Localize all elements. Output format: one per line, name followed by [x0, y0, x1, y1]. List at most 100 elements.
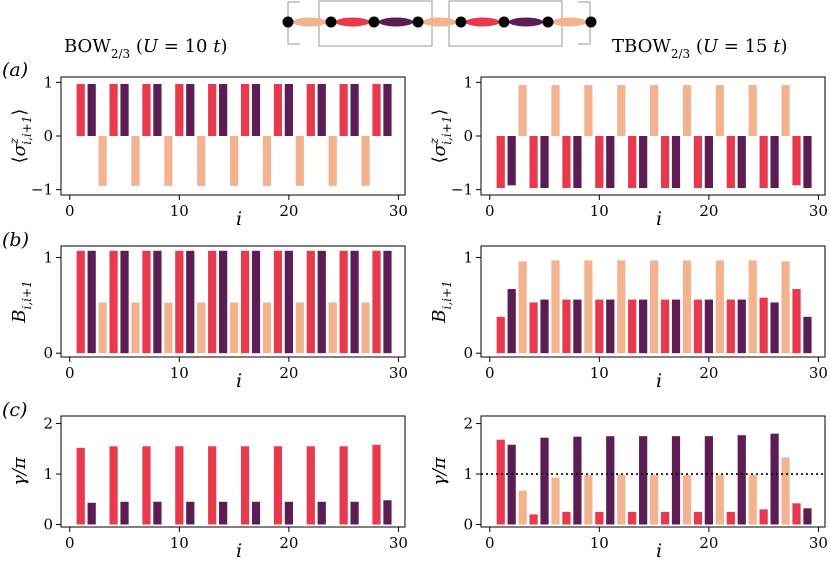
bar — [606, 436, 615, 525]
bar — [649, 260, 659, 354]
x-tick-label: 0 — [485, 202, 495, 220]
diagram-site — [542, 16, 554, 28]
bar — [153, 501, 162, 525]
y-tick-label: 1 — [43, 465, 53, 483]
bar — [251, 250, 261, 354]
bar — [781, 85, 790, 136]
bar — [251, 501, 261, 525]
bar — [518, 490, 527, 525]
bar — [120, 501, 129, 525]
bar — [551, 85, 560, 136]
bar — [781, 261, 790, 354]
axes-frame — [60, 245, 406, 358]
x-tick-label: 20 — [699, 534, 718, 552]
bar — [339, 83, 348, 136]
bar — [262, 302, 272, 354]
bar — [628, 299, 637, 354]
x-tick-label: 30 — [389, 534, 408, 552]
bar — [273, 250, 283, 354]
x-tick-label: 10 — [170, 534, 189, 552]
bar — [639, 299, 648, 354]
bar — [518, 85, 527, 136]
y-tick-label: 2 — [43, 415, 53, 433]
bar — [649, 85, 659, 136]
x-tick-label: 30 — [389, 202, 408, 220]
x-tick-label: 0 — [485, 364, 495, 382]
bar — [295, 136, 304, 186]
right-title: TBOW2/3 (U = 15 t) — [612, 36, 787, 61]
y-tick-label: 0 — [43, 515, 53, 533]
bar — [383, 250, 392, 354]
bar — [372, 444, 381, 525]
bar — [562, 136, 571, 189]
bar — [131, 136, 140, 186]
bar — [606, 299, 615, 354]
bar — [781, 457, 790, 525]
bar — [748, 475, 757, 525]
bar — [726, 511, 735, 525]
bar — [350, 501, 359, 525]
bar — [186, 501, 195, 525]
bar — [383, 500, 392, 525]
bar — [540, 437, 549, 525]
bar — [98, 302, 107, 354]
bar — [175, 446, 184, 525]
bar — [87, 502, 96, 525]
bar — [186, 83, 195, 136]
x-tick-label: 0 — [65, 202, 75, 220]
bar — [803, 316, 812, 354]
bar — [792, 503, 801, 525]
y-tick-label: 0 — [43, 127, 53, 145]
axes-frame — [480, 245, 826, 358]
bar — [496, 316, 505, 354]
x-tick-label: 10 — [590, 534, 609, 552]
bar — [76, 250, 85, 354]
bar — [109, 250, 118, 354]
bar — [153, 83, 162, 136]
bar — [339, 446, 348, 525]
row-label-b: (b) — [2, 229, 29, 251]
bar — [350, 250, 359, 354]
x-tick-label: 30 — [389, 364, 408, 382]
bar — [748, 260, 757, 354]
bar — [639, 436, 648, 525]
y-axis-label: γ/π — [9, 456, 30, 486]
bar — [628, 511, 637, 525]
diagram-bond — [552, 17, 587, 27]
diagram-site — [498, 16, 510, 28]
bar — [540, 299, 549, 354]
bar — [617, 475, 626, 525]
bar — [562, 511, 571, 525]
bar — [671, 436, 681, 525]
x-axis-label: i — [236, 540, 242, 562]
bar — [693, 511, 703, 525]
x-tick-label: 20 — [279, 534, 298, 552]
bar — [595, 299, 604, 354]
bar — [87, 83, 96, 136]
bar — [109, 83, 118, 136]
bar — [240, 250, 250, 354]
bar — [142, 250, 151, 354]
x-tick-label: 20 — [699, 364, 718, 382]
bar — [671, 136, 681, 189]
bar — [726, 299, 735, 354]
bar — [306, 446, 315, 525]
bar — [737, 435, 746, 525]
bar — [317, 83, 326, 136]
bar — [551, 260, 560, 354]
bar — [76, 83, 85, 136]
bar — [142, 446, 151, 525]
bar — [759, 136, 768, 189]
bar — [120, 83, 129, 136]
bar — [219, 250, 228, 354]
diagram-site — [368, 16, 380, 28]
chain-diagram — [282, 0, 597, 47]
bar — [759, 509, 768, 525]
bar — [229, 136, 239, 186]
bar — [153, 250, 162, 354]
bar — [540, 136, 549, 189]
bar — [284, 250, 293, 354]
bar — [229, 302, 239, 354]
